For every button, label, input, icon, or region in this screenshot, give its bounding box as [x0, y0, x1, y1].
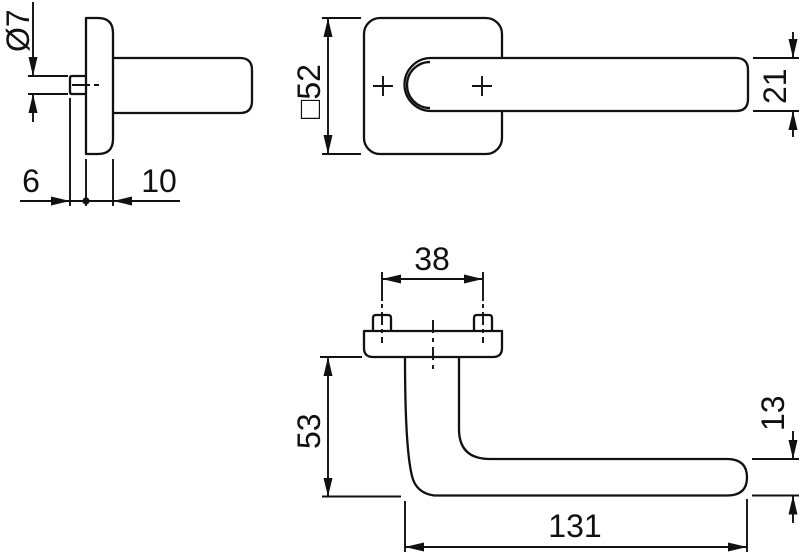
dim-spindle-diameter: Ø7	[0, 2, 68, 122]
arrowhead-left	[405, 542, 424, 552]
arrowhead-right	[51, 196, 70, 206]
side-view: Ø7 6 10	[0, 2, 254, 206]
arrowhead-down	[28, 57, 38, 76]
arrowhead-left	[113, 196, 132, 206]
dim-label-fixing-centres: 38	[414, 241, 450, 277]
dim-label-grip-length: 131	[548, 508, 601, 544]
dimension-dot	[82, 197, 90, 205]
arrowhead-up	[28, 94, 38, 113]
dim-rose-square: □52	[291, 17, 361, 155]
cross-icon	[472, 76, 492, 96]
lever-top-profile	[403, 356, 749, 497]
arrowhead-left	[382, 274, 401, 284]
arrowhead-up	[788, 495, 798, 515]
arrowhead-down	[323, 478, 333, 497]
dim-label-spindle-diameter: Ø7	[0, 9, 36, 52]
arrowhead-right	[728, 542, 747, 552]
rose-side-profile	[84, 16, 115, 156]
dim-label-rose-square: □52	[291, 64, 327, 119]
dim-rose-depth: 10	[112, 159, 177, 206]
spindle-pin	[68, 74, 86, 96]
arrowhead-down	[788, 440, 798, 459]
arrowhead-up	[323, 18, 333, 37]
top-view: 38 53 13 131	[291, 241, 799, 552]
dim-grip-height: 21	[753, 32, 799, 137]
arrowhead-up	[788, 111, 798, 130]
arrowhead-right	[464, 274, 483, 284]
dim-fixing-centres: 38	[381, 241, 484, 301]
neck-side-profile	[113, 56, 254, 115]
cross-icon	[373, 76, 393, 96]
dim-grip-thickness: 13	[752, 395, 799, 523]
neck-arc	[405, 60, 431, 110]
lever-front	[403, 56, 750, 113]
front-view: □52 21	[291, 16, 799, 156]
dim-label-grip-thickness: 13	[755, 395, 791, 431]
arrowhead-down	[323, 135, 333, 154]
dim-label-grip-height: 21	[757, 68, 793, 104]
screw-mark-left	[373, 76, 393, 96]
dim-label-spindle-protrusion: 6	[22, 163, 40, 199]
dim-label-rose-depth: 10	[141, 163, 177, 199]
dim-grip-length: 131	[404, 499, 748, 552]
arrowhead-up	[323, 357, 333, 376]
arrowhead-down	[788, 39, 798, 58]
dim-handle-projection: 53	[291, 356, 401, 498]
rose-plate-top	[362, 329, 504, 359]
screw-mark-right	[472, 76, 492, 96]
dim-spindle-protrusion: 6	[20, 98, 180, 206]
dim-label-handle-projection: 53	[291, 413, 327, 449]
